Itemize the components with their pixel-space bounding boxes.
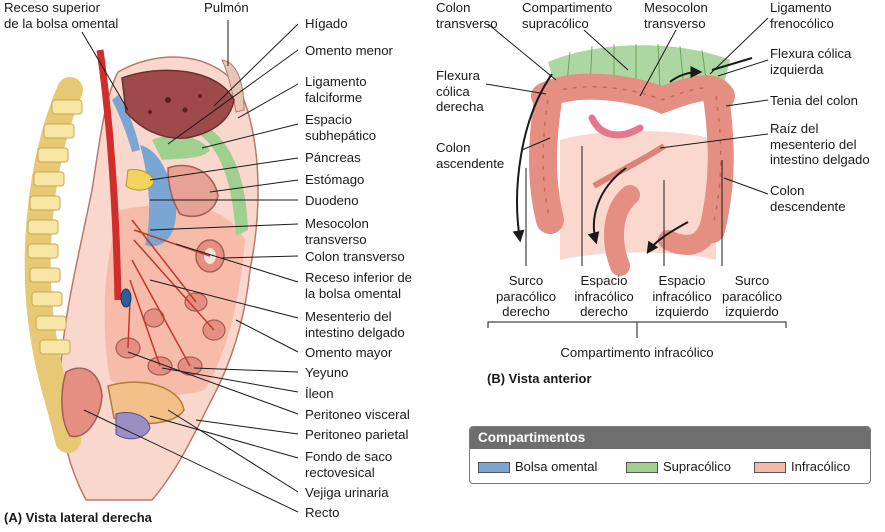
- anterior-view-drawing: [512, 43, 753, 276]
- label-duodeno: Duodeno: [305, 193, 359, 208]
- label-vejiga: Vejiga urinaria: [305, 485, 389, 500]
- omental-bursa-blue: [140, 145, 177, 247]
- spine: [24, 77, 83, 453]
- legend-item-infracolico: Infracólico: [754, 459, 850, 475]
- label-ileon: Íleon: [305, 386, 334, 401]
- label-peritoneo-parietal: Peritoneo parietal: [305, 427, 409, 442]
- label-peritoneo-visceral: Peritoneo visceral: [305, 407, 410, 422]
- legend-swatch-supracolico: [626, 462, 658, 474]
- label-recto: Recto: [305, 505, 340, 520]
- label-estomago: Estómago: [305, 172, 365, 187]
- supracolic-subhepatic: [152, 135, 210, 160]
- label-yeyuno: Yeyuno: [305, 365, 349, 380]
- supracolic-band: [200, 125, 248, 236]
- label-pulmon: Pulmón: [204, 0, 249, 15]
- legend-swatch-infracolico: [754, 462, 786, 474]
- pancreas-shape: [125, 169, 155, 191]
- label-tenia: Tenia del colon: [770, 93, 858, 108]
- label-pancreas: Páncreas: [305, 150, 361, 165]
- superior-recess-blue: [112, 95, 140, 152]
- legend-title: Compartimentos: [470, 427, 870, 449]
- stomach-shape: [167, 164, 219, 217]
- label-colon-transverso-a: Colon transverso: [305, 249, 405, 264]
- legend-item-supracolico: Supracólico: [626, 459, 731, 475]
- descending-colon-shape: [699, 83, 734, 243]
- caption-lateral: (A) Vista lateral derecha: [4, 510, 152, 525]
- label-omento-menor: Omento menor: [305, 43, 393, 58]
- label-higado: Hígado: [305, 16, 348, 31]
- liver-shape: [121, 69, 235, 139]
- prostate-shape: [115, 412, 151, 440]
- legend-swatch-bolsa-omental: [478, 462, 510, 474]
- label-compartimento-infracolico: Compartimento infracólico: [560, 345, 714, 360]
- caption-anterior: (B) Vista anterior: [487, 371, 592, 386]
- lung-shape: [221, 59, 245, 113]
- label-omento-mayor: Omento mayor: [305, 345, 393, 360]
- rectum-shape: [61, 367, 103, 438]
- aorta: [96, 49, 122, 301]
- duodenojejunal-loop: [604, 185, 640, 276]
- transverse-colon-shape: [531, 73, 735, 115]
- legend-item-bolsa-omental: Bolsa omental: [478, 459, 597, 475]
- lateral-section-drawing: [24, 49, 259, 501]
- leader-lines: [81, 17, 787, 513]
- compartments-legend: Compartimentos Bolsa omental Supracólico…: [469, 426, 871, 484]
